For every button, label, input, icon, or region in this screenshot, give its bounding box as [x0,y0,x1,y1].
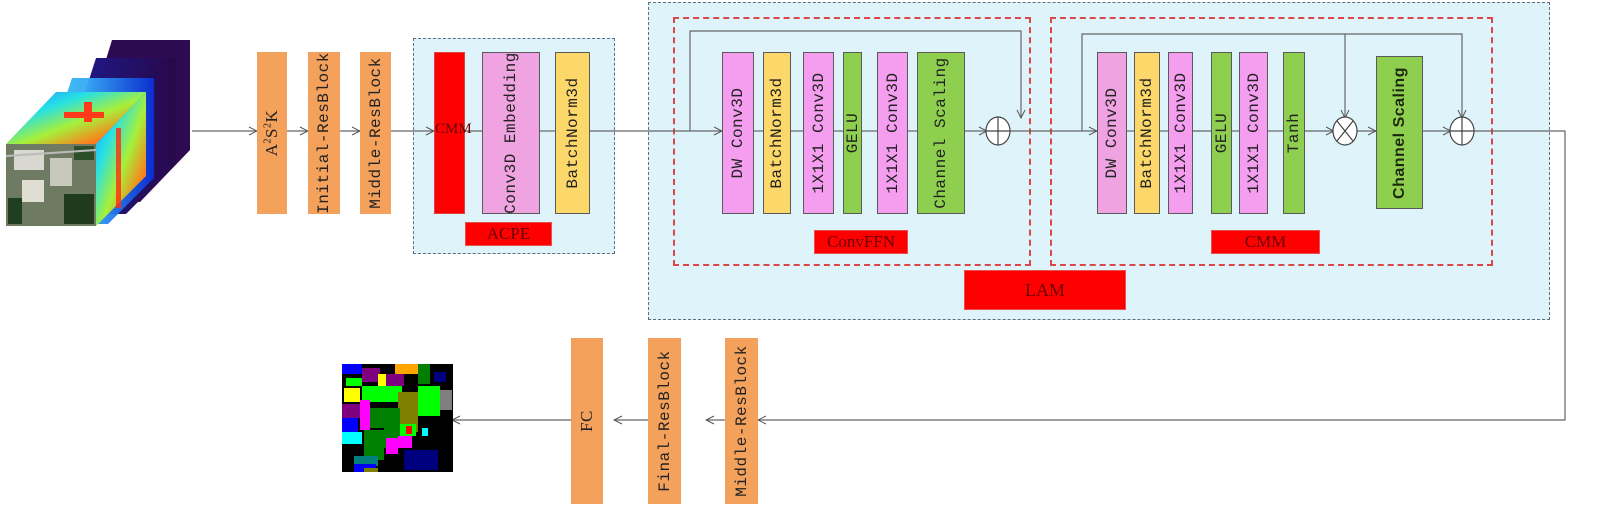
cmm-channel-scaling-label: Channel Scaling [1390,66,1408,199]
initial-resblock-block: Initial-ResBlock [308,52,340,214]
a2s2k-label: A2S2K [262,109,281,157]
cmm-batchnorm3d-label: BatchNorm3d [1138,77,1156,189]
fc-label: FC [577,410,596,432]
convffn-conv1x1-b-label: 1X1X1 Conv3D [883,72,902,194]
convffn-gelu-label: GELU [843,112,862,154]
convffn-title: ConvFFN [814,230,908,254]
convffn-dw-conv3d-block: DW Conv3D [722,52,754,214]
lam-title: LAM [964,270,1126,310]
convffn-conv1x1-a-label: 1X1X1 Conv3D [809,72,828,194]
cmm-dw-conv3d-block: DW Conv3D [1097,52,1127,214]
cmm-tanh-block: Tanh [1283,52,1305,214]
conv3d-embedding-label: Conv3D Embedding [502,52,520,214]
classification-map-image [342,364,453,472]
acpe-cmm-label: CMM [435,121,472,137]
cmm-skip-add [1081,33,1462,131]
convffn-dw-conv3d-label: DW Conv3D [729,87,747,179]
convffn-conv1x1-a-block: 1X1X1 Conv3D [803,52,834,214]
convffn-batchnorm3d-block: BatchNorm3d [763,52,791,214]
convffn-skip [689,30,1021,131]
acpe-batchnorm3d-block: BatchNorm3d [555,52,590,214]
final-resblock-label: Final-ResBlock [655,350,674,492]
cmm-conv1x1-a-block: 1X1X1 Conv3D [1168,52,1193,214]
final-resblock-block: Final-ResBlock [648,338,681,504]
cmm-channel-scaling-block: Channel Scaling [1376,56,1423,209]
cmm-title: CMM [1211,230,1320,254]
cmm-tanh-label: Tanh [1285,112,1303,154]
acpe-title: ACPE [465,222,552,246]
return-path [758,130,1566,420]
convffn-gelu-block: GELU [843,52,862,214]
cmm-batchnorm3d-block: BatchNorm3d [1134,52,1160,214]
convffn-panel [673,17,1031,266]
middle-resblock-label: Middle-ResBlock [366,57,385,209]
cmm-gelu-label: GELU [1212,112,1231,154]
a2s2k-block: A2S2K [257,52,287,214]
decoder-middle-resblock-label: Middle-ResBlock [732,345,751,497]
acpe-cmm-block: CMM [434,52,472,214]
middle-resblock-block: Middle-ResBlock [360,52,391,214]
conv3d-embedding-block: Conv3D Embedding [482,52,540,214]
hyperspectral-cube-image [5,40,190,226]
decoder-middle-resblock-block: Middle-ResBlock [725,338,758,504]
cmm-dw-conv3d-label: DW Conv3D [1103,87,1121,179]
convffn-conv1x1-b-block: 1X1X1 Conv3D [877,52,908,214]
initial-resblock-label: Initial-ResBlock [315,52,333,214]
cmm-conv1x1-a-label: 1X1X1 Conv3D [1171,72,1190,194]
fc-block: FC [571,338,603,504]
acpe-batchnorm3d-label: BatchNorm3d [563,77,582,189]
convffn-channel-scaling-label: Channel Scaling [932,57,950,209]
convffn-channel-scaling-block: Channel Scaling [917,52,965,214]
cmm-gelu-block: GELU [1211,52,1232,214]
cmm-conv1x1-b-block: 1X1X1 Conv3D [1239,52,1268,214]
cmm-conv1x1-b-label: 1X1X1 Conv3D [1244,72,1263,194]
convffn-batchnorm3d-label: BatchNorm3d [768,77,786,189]
cmm-panel [1050,17,1493,266]
